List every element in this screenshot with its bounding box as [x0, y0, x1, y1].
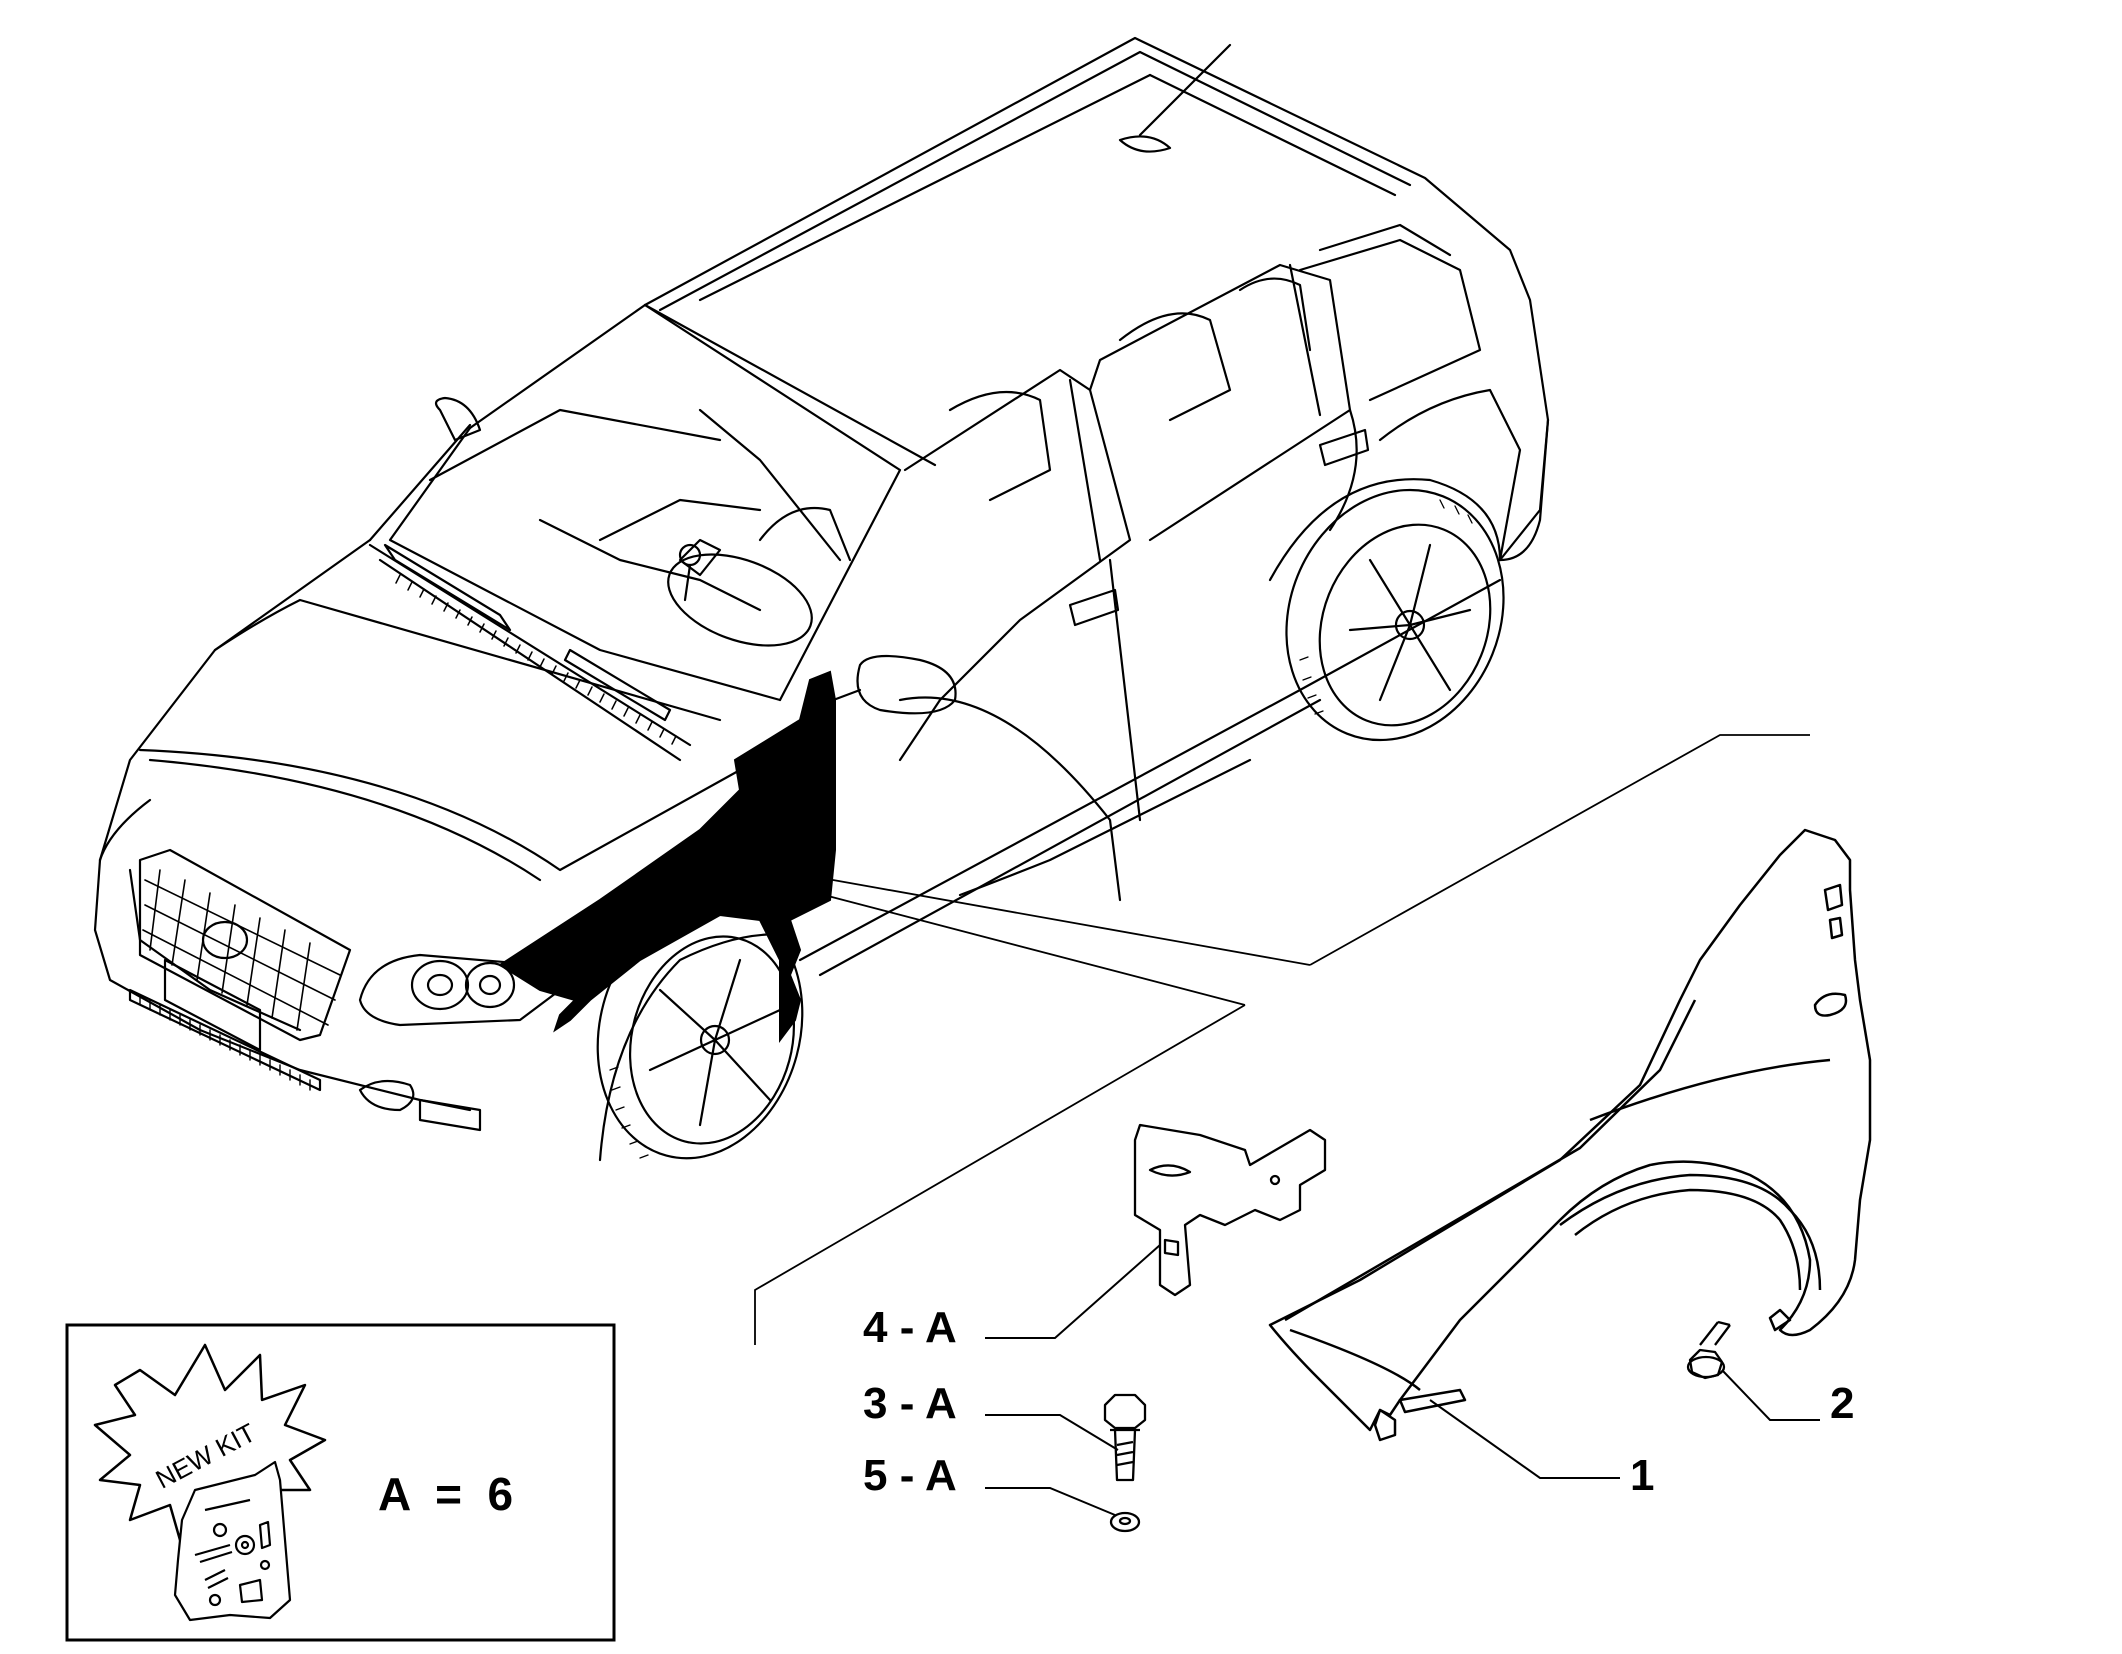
kit-box: NEW KIT A = 6	[65, 1323, 616, 1642]
callout-label-3: 3 - A	[863, 1379, 957, 1428]
fastener-kit-icon	[173, 1460, 292, 1622]
kit-quantity-text: A = 6	[378, 1468, 513, 1520]
callout-label-4: 4 - A	[863, 1303, 957, 1352]
highlighted-fender-on-car	[498, 670, 836, 1043]
fender-bracket-icon	[1133, 1123, 1327, 1297]
leader-lines	[985, 1244, 1820, 1516]
callout-label-1: 1	[1630, 1451, 1654, 1500]
callout-label-2: 2	[1830, 1379, 1854, 1428]
washer-icon	[1109, 1511, 1141, 1533]
flange-screw-icon	[1686, 1320, 1731, 1380]
front-fender-icon	[1268, 828, 1872, 1442]
exploded-view-frame	[754, 734, 1810, 1345]
car-wagon-icon	[93, 36, 1550, 1162]
bolt-icon	[1103, 1393, 1147, 1482]
callout-label-5: 5 - A	[863, 1451, 957, 1500]
